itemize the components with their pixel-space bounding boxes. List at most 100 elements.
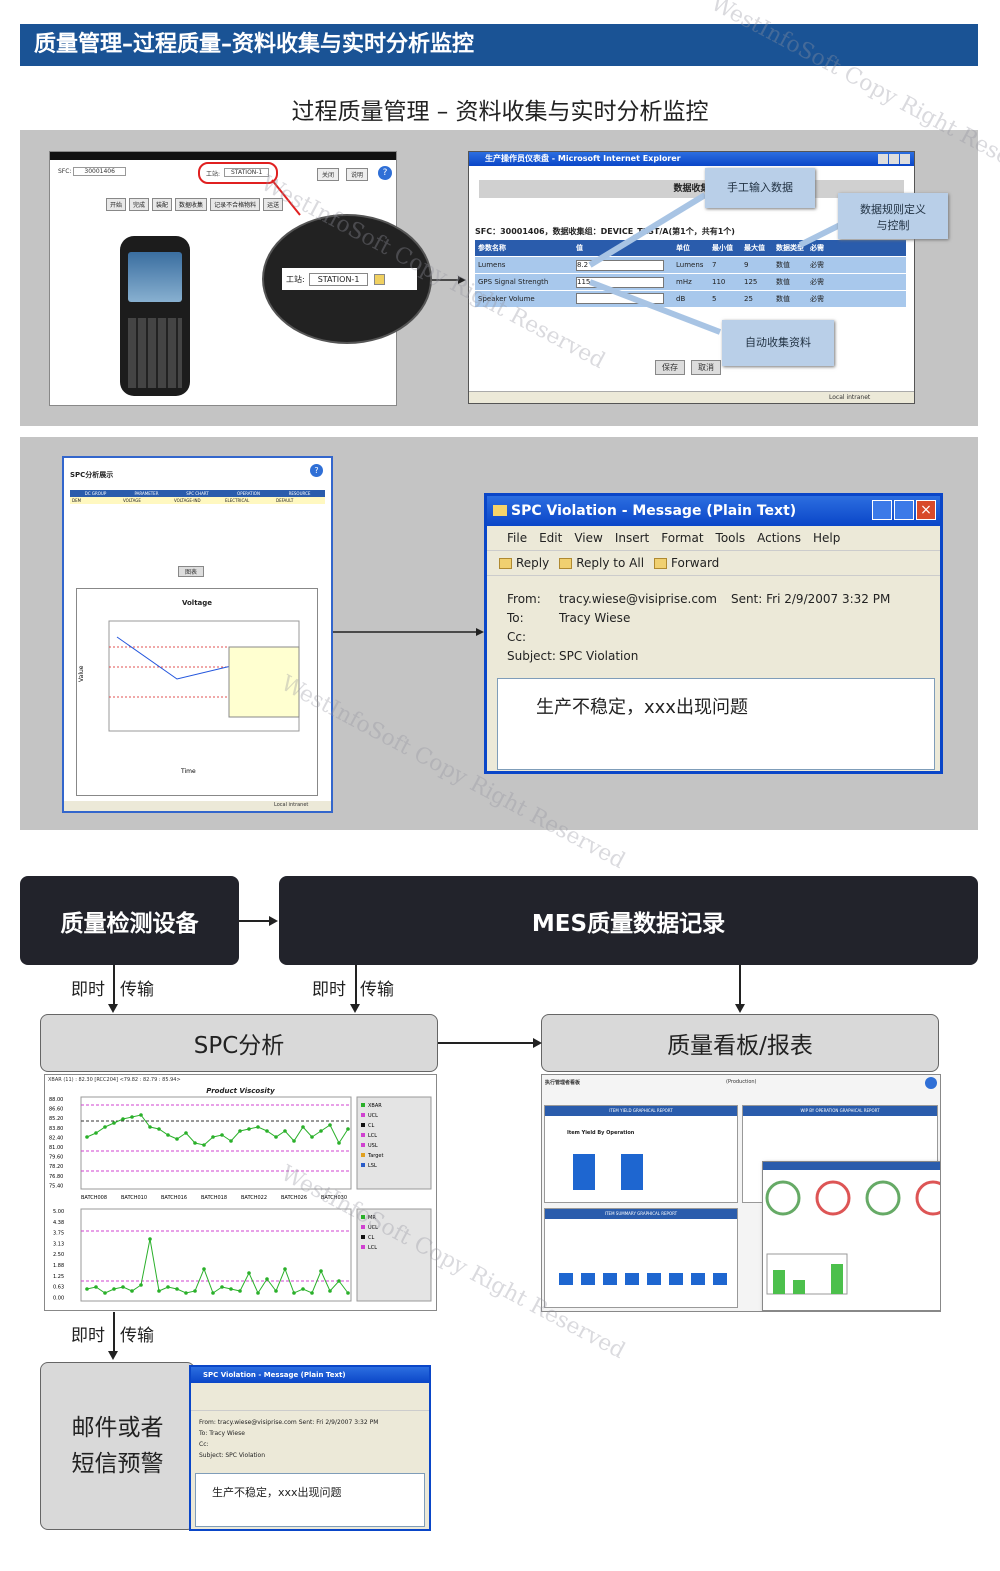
param-name: GPS Signal Strength	[478, 278, 549, 286]
reply-to-all-button[interactable]: Reply to All	[559, 556, 644, 570]
callout-manual-input: 手工输入数据	[705, 168, 815, 208]
value-cell: 8.2	[573, 259, 673, 271]
xbar-point	[121, 1117, 125, 1121]
y-tick: 75.40	[49, 1183, 63, 1189]
table-cell: ELECTRICAL	[225, 498, 250, 503]
panel1-connectors	[271, 179, 466, 284]
transfer-label-2b: 传输	[360, 980, 394, 1000]
from-label: From:	[507, 592, 541, 606]
minimize-icon[interactable]	[878, 154, 888, 164]
toolbar-button-2[interactable]: 装配	[152, 198, 173, 211]
station-zoom-circle: 工站: STATION-1	[262, 214, 432, 344]
xbar-point	[202, 1143, 206, 1147]
table-cell: 必需	[810, 295, 824, 303]
help-icon[interactable]	[925, 1077, 937, 1089]
panel2-connector	[333, 628, 484, 636]
mr-point	[283, 1267, 287, 1271]
maximize-icon[interactable]	[894, 500, 914, 520]
y-tick: 2.50	[53, 1252, 64, 1258]
minimize-icon[interactable]	[872, 500, 892, 520]
value-input[interactable]: 115	[576, 276, 664, 288]
spc-window-title: SPC分析展示	[70, 471, 114, 479]
table-cell: 5	[712, 295, 717, 303]
toolbar-button-3[interactable]: 数据收集	[175, 198, 208, 211]
zoom-station-value: STATION-1	[308, 272, 369, 286]
xbar-point	[256, 1125, 260, 1129]
small-subject: SPC Violation	[225, 1452, 266, 1459]
toolbar-button-4[interactable]: 记录不合格物料	[210, 198, 261, 211]
menu-item-format[interactable]: Format	[661, 531, 704, 545]
close-icon[interactable]: ×	[916, 500, 936, 520]
xbar-point	[112, 1121, 116, 1125]
lookup-icon[interactable]	[374, 273, 386, 285]
ie-col-header: 必需	[810, 244, 824, 252]
menu-item-insert[interactable]: Insert	[614, 531, 650, 545]
spc-status: Local intranet	[274, 802, 309, 808]
menu-item-help[interactable]: Help	[812, 531, 841, 545]
forward-button[interactable]: Forward	[654, 556, 719, 570]
maximize-icon[interactable]	[889, 154, 899, 164]
mr-point	[184, 1291, 188, 1295]
xbar-point	[148, 1125, 152, 1129]
help-button[interactable]: 说明	[346, 168, 369, 181]
spc-control-chart: 88.0086.6085.2083.8082.4081.0079.6078.20…	[49, 1096, 432, 1302]
from-value: tracy.wiese@visiprise.com	[559, 592, 717, 606]
spc-col-header: RESOURCE	[288, 491, 311, 496]
help-icon[interactable]: ?	[378, 166, 392, 180]
help-icon[interactable]: ?	[310, 464, 323, 477]
x-tick: BATCH018	[201, 1195, 227, 1201]
legend-entry: UCL	[368, 1113, 378, 1119]
callout-rules: 数据规则定义与控制	[838, 193, 948, 239]
menu-item-view[interactable]: View	[574, 531, 603, 545]
table-cell: 9	[744, 261, 749, 269]
toolbar-label: Reply to All	[576, 556, 645, 570]
y-tick: 3.13	[53, 1241, 64, 1247]
ie-col-header: 单位	[676, 244, 690, 252]
mr-point	[301, 1287, 305, 1291]
toolbar-button-1[interactable]: 完成	[129, 198, 150, 211]
subject-label: Subject:	[507, 649, 556, 663]
toolbar-button-0[interactable]: 开始	[106, 198, 127, 211]
menu-item-actions[interactable]: Actions	[757, 531, 801, 545]
save-button[interactable]: 保存	[655, 360, 685, 375]
spc-col-header: PARAMETER	[134, 491, 159, 496]
legend-entry: LSL	[368, 1163, 377, 1169]
email-body[interactable]: 生产不稳定，xxx出现问题	[497, 678, 935, 770]
y-tick: 4.38	[53, 1220, 64, 1226]
chart-button[interactable]: 图表	[178, 566, 205, 577]
spc-chart-header: XBAR (11) : 82.30 [RCC204] <79.82 : 82.7…	[48, 1077, 181, 1083]
close-button[interactable]: 关闭	[317, 168, 340, 181]
reply-button[interactable]: Reply	[499, 556, 549, 570]
page-subtitle: 过程质量管理 – 资料收集与实时分析监控	[291, 99, 709, 125]
legend-entry: XBAR	[368, 1103, 382, 1109]
xbar-point	[130, 1115, 134, 1119]
menu-item-edit[interactable]: Edit	[539, 531, 563, 545]
xbar-point	[220, 1133, 224, 1137]
xbar-point	[184, 1131, 188, 1135]
menu-item-tools[interactable]: Tools	[715, 531, 746, 545]
table-cell: 7	[712, 261, 717, 269]
ie-col-header: 最大值	[744, 244, 765, 252]
cancel-button[interactable]: 取消	[691, 360, 721, 375]
table-cell: 必需	[810, 278, 824, 286]
report1-title: ITEM YIELD GRAPHICAL REPORT	[545, 1106, 737, 1116]
spc-col-header: DC GROUP	[84, 491, 107, 496]
voltage-chart-title: Voltage	[181, 599, 213, 607]
sent-label: Sent:	[730, 592, 763, 606]
legend-entry: Target	[367, 1153, 384, 1159]
xbar-point	[94, 1131, 98, 1135]
mr-point	[121, 1285, 125, 1289]
toolbar-button-5[interactable]: 运送	[263, 198, 284, 211]
y-tick: 1.25	[53, 1274, 64, 1280]
device-box: 质量检测设备	[20, 876, 239, 965]
mr-point	[166, 1285, 170, 1289]
mr-point	[274, 1289, 278, 1293]
xbar-point	[283, 1129, 287, 1133]
close-icon[interactable]	[900, 154, 910, 164]
voltage-chart: Time Value	[78, 620, 300, 775]
legend-entry: CL	[368, 1235, 374, 1241]
value-input[interactable]: 8.2	[576, 259, 664, 271]
menu-item-file[interactable]: File	[507, 531, 528, 545]
